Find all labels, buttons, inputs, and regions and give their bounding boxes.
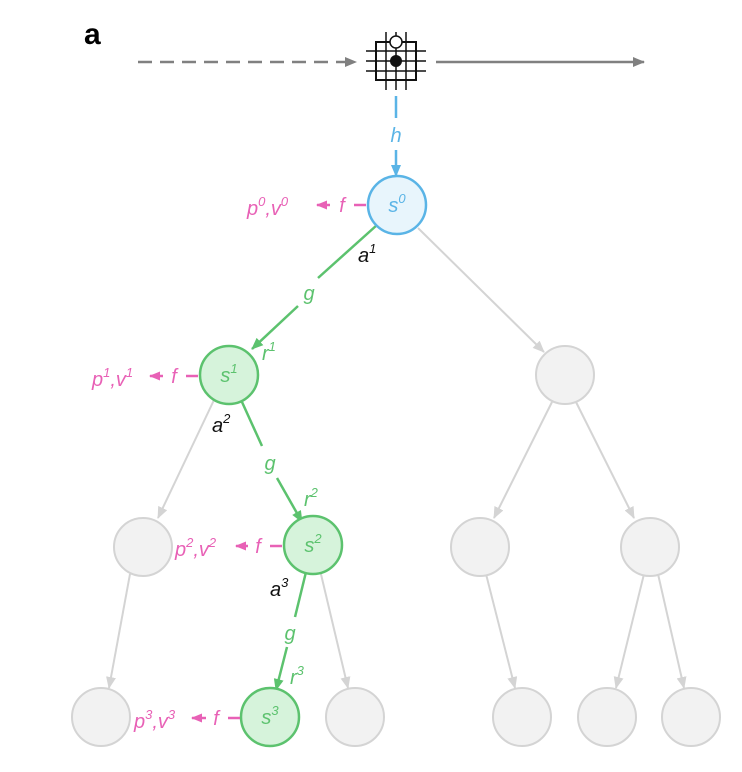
edge-r2a-leaf (485, 573, 518, 689)
prediction-function-label: f (171, 366, 179, 388)
hidden-state-node-3 (239, 686, 301, 748)
hidden-state-node-1 (198, 344, 260, 406)
tree-node (113, 517, 173, 577)
tree-node (535, 345, 595, 405)
action-label-2: a2 (212, 411, 231, 437)
go-board-icon (366, 32, 426, 90)
edge-s2-s3-top (293, 571, 308, 618)
edge-s2-right (319, 569, 351, 689)
policy-value-label-3: p3,v3 (133, 707, 176, 733)
edge-s0-right (417, 227, 545, 353)
policy-value-label-2: p2,v2 (174, 535, 217, 561)
prediction-1: f p1,v1 (91, 365, 198, 391)
tree-node (620, 517, 680, 577)
prediction-0: f p0,v0 (246, 194, 366, 220)
prediction-2: f p2,v2 (174, 535, 282, 561)
edge-s0-s1-bottom (251, 305, 299, 350)
edge-left-leaf (106, 573, 131, 689)
tree-node (577, 687, 637, 747)
edge-s0-s1-top (317, 224, 378, 279)
tree-node (325, 687, 385, 747)
unexplored-nodes (71, 345, 721, 747)
root-state-node (366, 174, 428, 236)
dynamics-function-label: g (264, 453, 275, 475)
policy-value-label-0: p0,v0 (246, 194, 289, 220)
prediction-3: f p3,v3 (133, 707, 240, 733)
black-stone-icon (390, 55, 402, 67)
edge-s1-s2-bottom (275, 477, 304, 523)
panel-label: a (84, 18, 101, 51)
edge-r1-right (575, 401, 635, 519)
reward-label-3: r3 (290, 663, 305, 689)
edge-r2b-left-leaf (613, 573, 645, 689)
edge-s1-s2-top (240, 401, 264, 447)
dynamics-function-label: g (284, 623, 295, 645)
reward-label-2: r2 (304, 485, 319, 511)
edge-r1-left (493, 401, 553, 519)
state-label-0: s0 (388, 191, 406, 217)
action-label-1: a1 (358, 241, 376, 267)
state-label-3: s3 (261, 703, 279, 729)
reward-label-1: r1 (262, 339, 276, 365)
white-stone-icon (389, 35, 403, 49)
tree-node (661, 687, 721, 747)
dynamics-function-label: g (303, 283, 314, 305)
state-label-1: s1 (220, 361, 237, 387)
state-label-2: s2 (304, 531, 322, 557)
prediction-function-label: f (255, 536, 263, 558)
policy-value-label-1: p1,v1 (91, 365, 133, 391)
dynamics-edges (240, 224, 378, 691)
hidden-state-node-2 (282, 514, 344, 576)
tree-node (450, 517, 510, 577)
unexplored-edges (106, 227, 687, 689)
prediction-function-label: f (339, 195, 347, 217)
tree-node (71, 687, 131, 747)
action-label-3: a3 (270, 575, 289, 601)
edge-r2b-right-leaf (657, 573, 687, 689)
edge-s1-left (157, 399, 215, 519)
prediction-function-label: f (213, 708, 221, 730)
edge-s2-s3-bottom (273, 646, 289, 691)
representation-function-label: h (390, 125, 401, 147)
tree-node (492, 687, 552, 747)
